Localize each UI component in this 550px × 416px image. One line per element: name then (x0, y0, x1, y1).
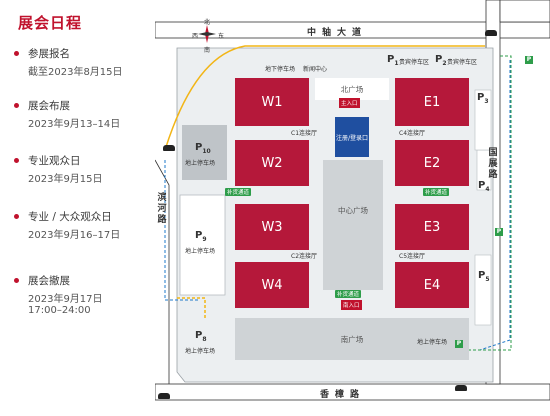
north-plaza: 北广场 (315, 78, 389, 100)
main-entrance: 主入口 (339, 98, 360, 108)
corridor-c1: C1连接厅 (291, 130, 318, 137)
venue-map: 北 南 西 东 中轴大道 香樟路 滨河路 国展路 W1 W2 W3 W4 E1 … (155, 0, 550, 416)
schedule-date: 2023年9月16–17日 (28, 230, 121, 241)
parking-p9: P9 (195, 230, 207, 243)
schedule-date: 2023年9月13–14日 (28, 119, 121, 130)
bullet-dot (14, 51, 19, 56)
hall-w2: W2 (235, 140, 309, 186)
south-entrance: 南入口 (341, 300, 362, 310)
hall-w3: W3 (235, 204, 309, 250)
schedule-label: 展会撤展 (28, 275, 70, 287)
car-icon (485, 30, 497, 36)
compass-north-label: 北 (204, 19, 211, 26)
bullet-dot (14, 158, 19, 163)
gate-south: 补货通道 (335, 290, 362, 298)
schedule-time: 17:00–24:00 (28, 305, 91, 316)
parking-p3: P3 (477, 92, 489, 105)
compass-east-label: 东 (218, 33, 225, 40)
corridor-c4: C4连接厅 (399, 130, 426, 137)
gate-west: 补货通道 (225, 188, 252, 196)
hall-w4: W4 (235, 262, 309, 308)
bullet-dot (14, 103, 19, 108)
corridor-c5: C5连接厅 (399, 253, 426, 260)
parking-p5: P5 (478, 270, 490, 283)
bullet-dot (14, 214, 19, 219)
hall-e3: E3 (395, 204, 469, 250)
parking-p1-label: 贵宾停车区 (399, 59, 430, 66)
schedule-label: 专业观众日 (28, 155, 81, 167)
parking-p9-label: 地上停车场 (185, 248, 216, 255)
schedule-label: 参展报名 (28, 48, 70, 60)
hall-e4: E4 (395, 262, 469, 308)
parking-p1: P1 (387, 54, 399, 67)
parking-se-label: 地上停车场 (417, 339, 448, 346)
parking-p4: P4 (478, 180, 490, 193)
road-south: 香樟路 (320, 390, 366, 400)
schedule-panel: 展会日程 参展报名 截至2023年8月15日 展会布展 2023年9月13–14… (0, 0, 155, 416)
schedule-label: 展会布展 (28, 100, 70, 112)
parking-p10: P10 (195, 142, 211, 155)
south-plaza: 南广场 (235, 318, 469, 360)
compass-south-label: 南 (204, 47, 211, 54)
schedule-date: 2023年9月15日 (28, 174, 103, 185)
parking-sign-icon: P (495, 228, 503, 236)
road-west: 滨河路 (157, 193, 167, 225)
compass-west-label: 西 (192, 33, 199, 40)
car-icon (455, 385, 467, 391)
schedule-date: 截至2023年8月15日 (28, 67, 123, 78)
road-east: 国展路 (488, 148, 498, 180)
news-center-label: 新闻中心 (303, 66, 328, 73)
registration-area: 注册/登录口 (335, 117, 369, 157)
parking-p2: P2 (435, 54, 447, 67)
hall-w1: W1 (235, 78, 309, 126)
road-north: 中轴大道 (307, 28, 368, 38)
parking-p10-label: 地上停车场 (185, 160, 216, 167)
car-icon (158, 393, 170, 399)
center-plaza: 中心广场 (338, 205, 368, 215)
underground-parking-label: 地下停车场 (265, 66, 296, 73)
schedule-date: 2023年9月17日 (28, 294, 103, 305)
gate-east: 补货通道 (423, 188, 450, 196)
parking-sign-icon: P (525, 56, 533, 64)
parking-p8-label: 地上停车场 (185, 348, 216, 355)
parking-sign-icon: P (455, 340, 463, 348)
parking-p8: P8 (195, 330, 207, 343)
car-icon (163, 145, 175, 151)
hall-e2: E2 (395, 140, 469, 186)
hall-e1: E1 (395, 78, 469, 126)
parking-p2-label: 贵宾停车区 (447, 59, 478, 66)
schedule-title: 展会日程 (18, 14, 83, 32)
bullet-dot (14, 278, 19, 283)
schedule-label: 专业 / 大众观众日 (28, 211, 112, 223)
corridor-c2: C2连接厅 (291, 253, 318, 260)
compass-icon (198, 25, 216, 43)
